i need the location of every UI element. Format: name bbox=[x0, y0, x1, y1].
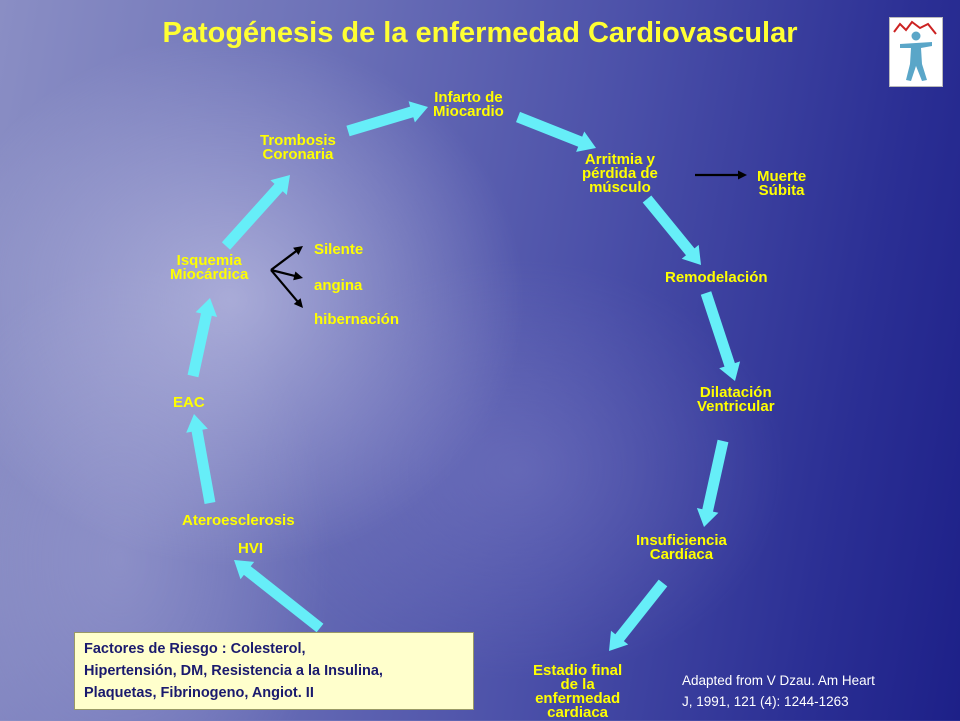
node-ateroesclerosis: Ateroesclerosis bbox=[182, 512, 295, 529]
cycle-arrow-ateroesclerosis-to-eac bbox=[186, 414, 216, 504]
cycle-arrow-dilatacion-to-insuficiencia bbox=[696, 439, 729, 527]
branch-arrow-isquemia-to-hibernacion bbox=[270, 269, 303, 308]
branch-arrow-isquemia-to-angina bbox=[270, 268, 303, 281]
cycle-arrow-isquemia-to-trombosis-shape bbox=[221, 175, 290, 250]
branch-arrow-arritmia-to-muerte bbox=[695, 170, 747, 180]
risk-factors-line-2: Hipertensión, DM, Resistencia a la Insul… bbox=[84, 663, 383, 679]
node-silente: Silente bbox=[314, 241, 364, 258]
risk-factors-line-3: Plaquetas, Fibrinogeno, Angiot. II bbox=[84, 685, 314, 701]
logo bbox=[889, 17, 943, 87]
cycle-arrow-arritmia-to-remodelacion-shape bbox=[642, 195, 701, 265]
node-hibernacion: hibernación bbox=[314, 311, 400, 328]
node-hvi: HVI bbox=[238, 540, 264, 557]
cycle-arrow-eac-to-isquemia bbox=[187, 298, 218, 378]
human-figure-logo-icon bbox=[893, 20, 937, 81]
branch-arrow-isquemia-to-silente bbox=[270, 246, 303, 271]
citation: Adapted from V Dzau. Am Heart J, 1991, 1… bbox=[682, 670, 875, 712]
cycle-arrow-isquemia-to-trombosis bbox=[221, 175, 290, 250]
cycle-arrow-remodelacion-to-dilatacion bbox=[700, 291, 741, 381]
citation-line-1: Adapted from V Dzau. Am Heart bbox=[682, 673, 875, 688]
cycle-arrow-remodelacion-to-dilatacion-shape bbox=[700, 291, 741, 381]
cycle-arrow-insuficiencia-to-estadio bbox=[609, 579, 668, 651]
cycle-arrow-trombosis-to-infarto bbox=[346, 101, 428, 137]
cycle-arrow-riskbox-to-hvi-shape bbox=[234, 560, 324, 633]
cycle-arrow-ateroesclerosis-to-eac-shape bbox=[186, 414, 216, 504]
citation-line-2: J, 1991, 121 (4): 1244-1263 bbox=[682, 694, 849, 709]
cycle-arrow-infarto-to-arritmia-shape bbox=[516, 111, 596, 152]
slide-title: Patogénesis de la enfermedad Cardiovascu… bbox=[162, 17, 798, 49]
node-angina: angina bbox=[314, 277, 363, 294]
risk-factors-box: Factores de Riesgo : Colesterol, Hiperte… bbox=[74, 632, 474, 710]
cycle-arrow-trombosis-to-infarto-shape bbox=[346, 101, 428, 137]
branch-arrow-isquemia-to-angina-shape bbox=[270, 268, 303, 281]
cycle-arrow-riskbox-to-hvi bbox=[234, 560, 324, 633]
cycle-arrow-eac-to-isquemia-shape bbox=[187, 298, 218, 378]
cycle-arrow-insuficiencia-to-estadio-shape bbox=[609, 579, 668, 651]
branch-arrow-isquemia-to-hibernacion-shape bbox=[270, 269, 303, 308]
cycle-arrow-arritmia-to-remodelacion bbox=[642, 195, 701, 265]
node-eac: EAC bbox=[173, 394, 205, 411]
cycle-arrow-infarto-to-arritmia bbox=[516, 111, 596, 152]
branch-arrow-isquemia-to-silente-shape bbox=[270, 246, 303, 271]
cycle-arrow-dilatacion-to-insuficiencia-shape bbox=[696, 439, 729, 527]
node-remodelacion: Remodelación bbox=[665, 269, 768, 286]
risk-factors-line-1: Factores de Riesgo : Colesterol, bbox=[84, 641, 306, 657]
branch-arrow-arritmia-to-muerte-shape bbox=[695, 170, 747, 180]
